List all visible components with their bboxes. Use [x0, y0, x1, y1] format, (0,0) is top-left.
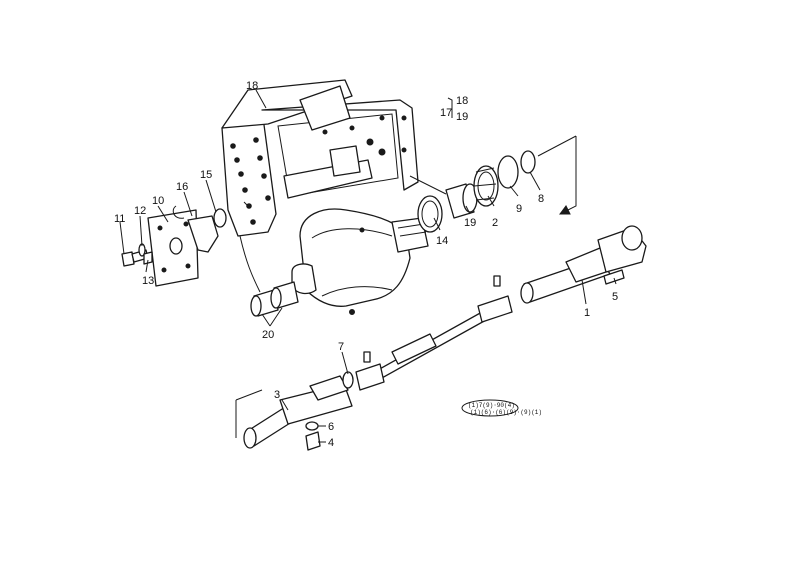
- drawing-stamp: (1)7(9)·90(4) (1)(6)·(6)(9)·(9)(1): [461, 399, 542, 417]
- callout-19-bearing: 19: [464, 217, 476, 229]
- leader-lines: [119, 89, 617, 443]
- callout-labels: 18 17 18 19 11 12 10 16 15 13 14 19 2 9 …: [114, 80, 618, 449]
- callout-8: 8: [538, 193, 544, 205]
- callout-10: 10: [152, 195, 164, 207]
- callout-14: 14: [436, 235, 448, 247]
- callout-4: 4: [328, 437, 334, 449]
- bolt-5: [603, 269, 625, 285]
- callout-1: 1: [584, 307, 590, 319]
- callout-19-group: 19: [456, 111, 468, 123]
- callout-5: 5: [612, 291, 618, 303]
- o-ring-9: [497, 155, 519, 189]
- bolt-4: [305, 431, 321, 451]
- gear-ring-2: [473, 165, 499, 207]
- axle-housing: [291, 208, 429, 315]
- callout-12: 12: [134, 205, 146, 217]
- callout-13: 13: [142, 275, 154, 287]
- bracket-frame: [221, 79, 419, 237]
- axle-tube: [520, 225, 647, 304]
- drive-shaft: [355, 275, 513, 391]
- o-ring-8: [520, 150, 536, 174]
- ring-7: [342, 371, 354, 389]
- lower-housing: [235, 375, 353, 449]
- callout-7: 7: [338, 341, 344, 353]
- stamp-line-2: (1)(6)·(6)(9)·(9)(1): [470, 409, 542, 416]
- callout-20: 20: [262, 329, 274, 341]
- bearing-19: [445, 183, 478, 219]
- callout-3: 3: [274, 389, 280, 401]
- callout-9: 9: [516, 203, 522, 215]
- assembly-arrows: [239, 135, 577, 293]
- callout-6: 6: [328, 421, 334, 433]
- callout-11: 11: [114, 213, 125, 225]
- washer-15: [213, 208, 227, 228]
- bushing-pair: [250, 281, 299, 317]
- callout-16: 16: [176, 181, 188, 193]
- cover-plate: [147, 209, 199, 287]
- callout-18-frame: 18: [246, 80, 258, 92]
- cam-lever-16: [172, 205, 219, 253]
- callout-18-group: 18: [456, 95, 468, 107]
- callout-2: 2: [492, 217, 498, 229]
- callout-15: 15: [200, 169, 212, 181]
- stamp-line-1: (1)7(9)·90(4): [468, 402, 515, 409]
- bolt-6: [305, 421, 319, 431]
- callout-17: 17: [440, 107, 452, 119]
- nut-13: [143, 251, 153, 265]
